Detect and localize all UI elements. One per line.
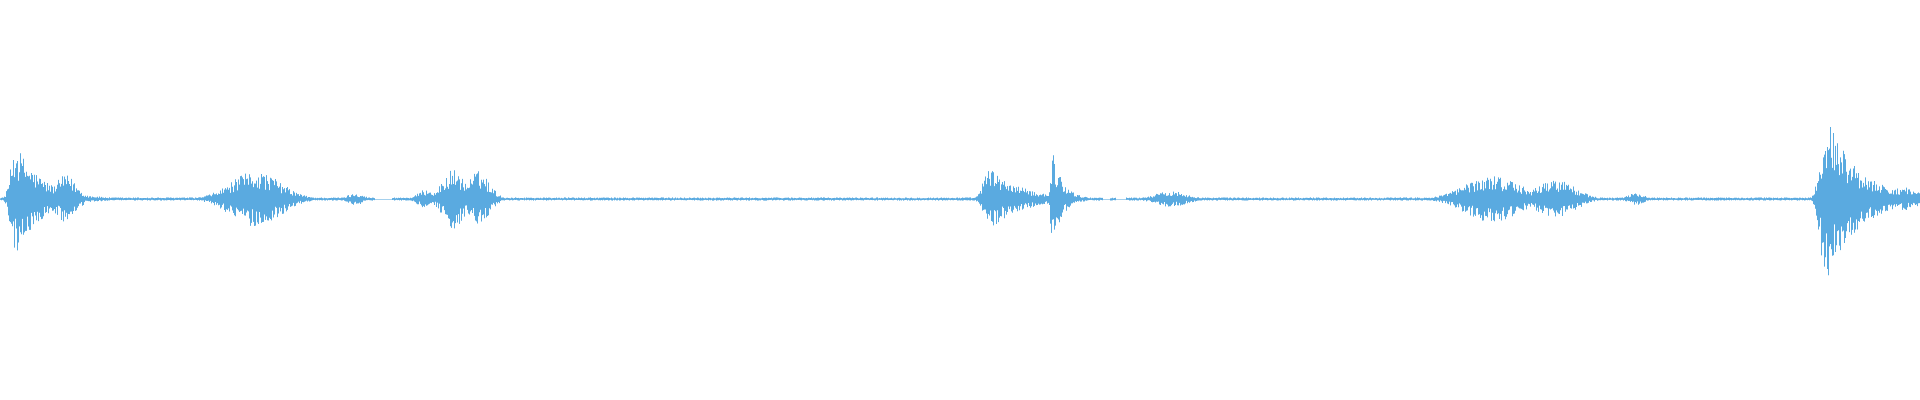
waveform-bars bbox=[0, 127, 1920, 276]
waveform-signal bbox=[0, 127, 1920, 276]
